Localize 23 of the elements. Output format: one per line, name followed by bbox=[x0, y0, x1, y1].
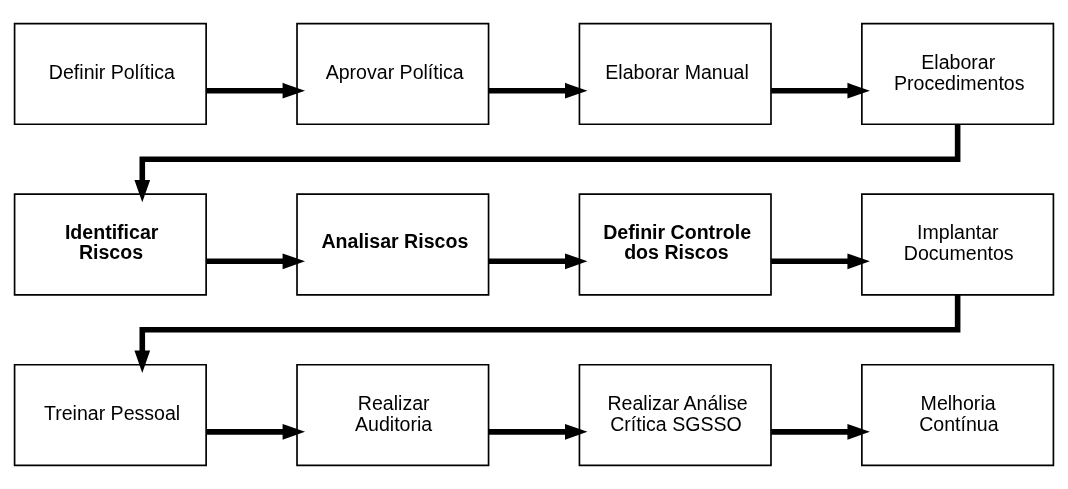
node-box: Definir Política bbox=[13, 22, 207, 126]
arrow bbox=[771, 424, 870, 440]
node-box: Definir Controle dos Riscos bbox=[578, 193, 772, 296]
node-box: Aprovar Política bbox=[296, 22, 490, 126]
arrow bbox=[206, 82, 306, 99]
node-box: Treinar Pessoal bbox=[13, 363, 207, 467]
node-box: Elaborar Procedimentos bbox=[861, 22, 1055, 126]
node-box: Realizar Auditoria bbox=[296, 363, 490, 467]
node-box: Identificar Riscos bbox=[13, 193, 207, 296]
node-box: Elaborar Manual bbox=[578, 22, 772, 126]
node-box: Melhoria Contínua bbox=[861, 363, 1055, 467]
arrow bbox=[488, 424, 588, 440]
arrow bbox=[206, 253, 306, 270]
arrow bbox=[488, 253, 588, 270]
node-box: Realizar Análise Crítica SGSSO bbox=[578, 363, 772, 467]
arrow bbox=[134, 124, 961, 203]
arrow bbox=[206, 424, 306, 440]
arrow bbox=[134, 295, 961, 373]
arrow bbox=[488, 82, 588, 99]
node-box: Implantar Documentos bbox=[861, 193, 1055, 296]
arrow bbox=[771, 82, 870, 99]
arrow bbox=[771, 253, 870, 270]
node-box: Analisar Riscos bbox=[296, 193, 490, 296]
